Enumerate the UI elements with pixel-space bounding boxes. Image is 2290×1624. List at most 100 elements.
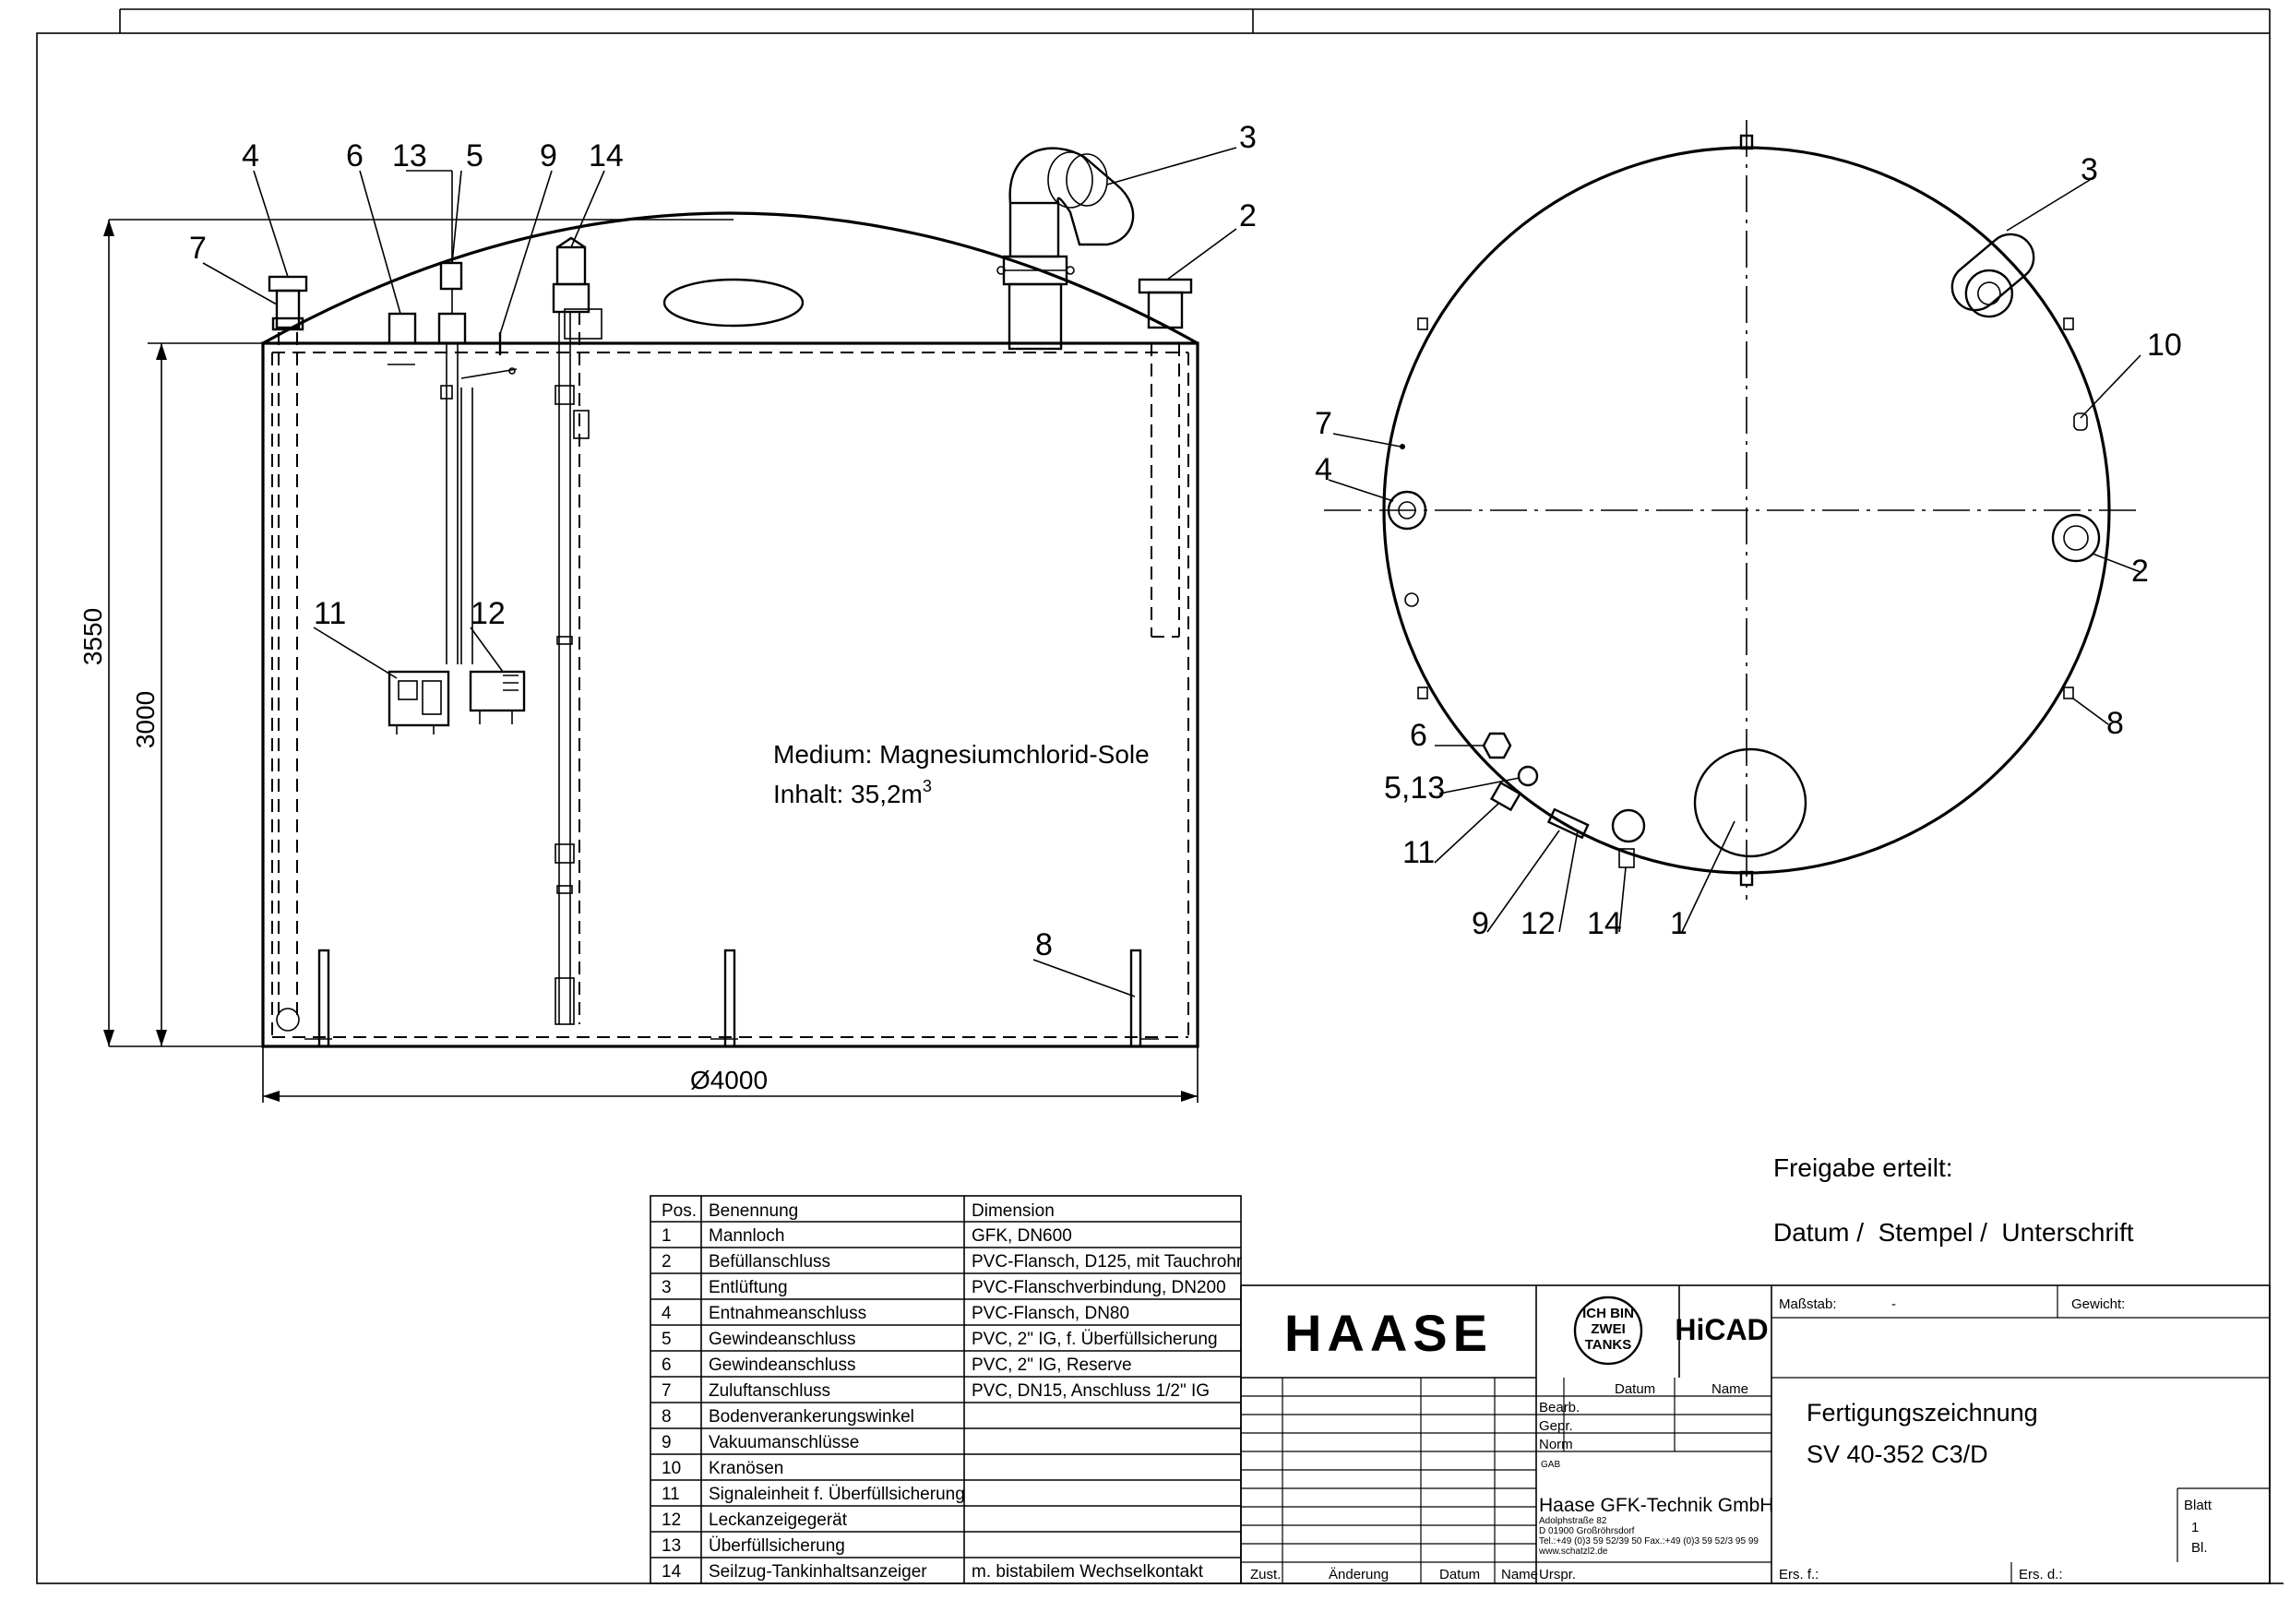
callout-plan-3: 3 [2081,152,2098,187]
parts-row-dim: PVC, 2" IG, Reserve [972,1355,1132,1375]
title-block: HAASE ICH BIN ZWEI TANKS HiCAD Zust. Änd… [1240,1284,2271,1584]
parts-row: 11 Signaleinheit f. Überfüllsicherung [662,1485,965,1504]
parts-row-name: Zuluftanschluss [709,1381,830,1401]
signal-unit-11 [388,670,450,734]
parts-row-dim: PVC-Flanschverbindung, DN200 [972,1278,1226,1297]
parts-row-pos: 9 [662,1433,672,1452]
parts-row-pos: 1 [662,1226,672,1246]
parts-row-pos: 2 [662,1252,672,1272]
badge-icon [1573,1296,1643,1366]
row-gepr: Gepr. [1539,1418,1573,1434]
parts-row-dim: m. bistabilem Wechselkontakt [972,1562,1204,1582]
callout-plan-7: 7 [1315,406,1332,441]
plan-manhole [1693,747,1807,858]
parts-row-name: Vakuumanschlüsse [709,1433,859,1452]
parts-row-pos: 12 [662,1511,681,1530]
sheet-label: Blatt [2184,1498,2212,1513]
callout-side-6: 6 [346,138,364,173]
callout-side-3: 3 [1239,120,1257,155]
svg-text:ZWEI: ZWEI [1591,1321,1626,1337]
callout-side-8: 8 [1035,927,1053,962]
parts-row-pos: 14 [662,1562,682,1582]
parts-row-pos: 11 [662,1485,680,1504]
parts-header-pos: Pos. [662,1201,697,1221]
callout-side-9: 9 [540,138,557,173]
svg-text:Tel.:+49 (0)3 59 52/39 50: Tel.:+49 (0)3 59 52/39 50 Fax.:+49 (0)3 … [1539,1536,1759,1546]
callout-plan-8: 8 [2106,706,2124,741]
parts-row-name: Mannloch [709,1226,784,1246]
callout-plan-1: 1 [1670,906,1688,941]
parts-row-dim: PVC-Flansch, DN80 [972,1304,1129,1323]
drawing-type: Fertigungszeichnung [1807,1399,2038,1427]
leak-detector-12 [469,670,526,724]
nozzle-4 [268,275,308,1032]
parts-row-pos: 7 [662,1381,672,1401]
side-callouts: 4 6 13 5 9 14 7 3 2 11 12 8 [189,120,1257,997]
ursprung: Urspr. [1539,1567,1576,1582]
hicad-logo: HiCAD [1675,1313,1768,1346]
row-gab: GAB [1541,1460,1560,1470]
manhole-outline [662,278,805,328]
gauge-14 [552,236,602,1025]
parts-row-name: Kranösen [709,1459,783,1478]
diameter-label: Ø4000 [690,1066,768,1094]
callout-plan-11: 11 [1402,835,1435,870]
rev-zust: Zust. [1250,1567,1281,1582]
parts-row: 4 Entnahmeanschluss PVC-Flansch, DN80 [662,1304,1129,1323]
col-datum: Datum [1615,1381,1655,1397]
parts-row: 14 Seilzug-Tankinhaltsanzeiger m. bistabil… [662,1562,1204,1582]
parts-row-pos: 4 [662,1304,672,1323]
plan-vent-3 [1950,233,2035,318]
callout-side-2: 2 [1239,198,1257,233]
parts-row-name: Signaleinheit f. Überfüllsicherung [709,1485,965,1504]
callout-side-14: 14 [589,138,624,173]
parts-row-name: Befüllanschluss [709,1252,830,1272]
parts-row-name: Seilzug-Tankinhaltsanzeiger [709,1562,927,1582]
callout-plan-14: 14 [1587,906,1622,941]
parts-row: 9 Vakuumanschlüsse [662,1433,859,1452]
callout-plan-12: 12 [1521,906,1556,941]
parts-row-pos: 6 [662,1355,672,1375]
row-norm: Norm [1539,1437,1573,1452]
tank-body [261,341,1199,1048]
parts-row-name: Leckanzeigegerät [709,1511,848,1530]
height-total-label: 3550 [78,608,107,665]
sheets-label: Bl. [2191,1540,2208,1556]
parts-row-dim: PVC, DN15, Anschluss 1/2" IG [972,1381,1210,1401]
callout-plan-9: 9 [1472,906,1489,941]
callout-plan-2: 2 [2131,554,2149,589]
parts-row-pos: 8 [662,1407,672,1427]
vent-3 [996,147,1135,351]
parts-row-pos: 3 [662,1278,672,1297]
medium-label: Medium: Magnesiumchlorid-Sole [773,740,1150,769]
parts-row: 7 Zuluftanschluss PVC, DN15, Anschluss 1/2… [662,1381,1210,1401]
parts-row-dim: PVC, 2" IG, f. Überfüllsicherung [972,1330,1218,1349]
callout-plan-10: 10 [2147,328,2182,363]
parts-row: 12 Leckanzeigegerät [662,1511,848,1530]
parts-header-dim: Dimension [972,1201,1055,1221]
parts-row-name: Entnahmeanschluss [709,1304,866,1323]
nozzle-6 [388,312,417,365]
scale-label: Maßstab: [1779,1296,1837,1312]
approval-title: Freigabe erteilt: [1773,1153,1953,1182]
callout-side-11: 11 [314,596,346,631]
ersatz-fuer: Ers. f.: [1779,1567,1819,1582]
height-wall-label: 3000 [131,691,160,748]
callout-side-5: 5 [466,138,483,173]
drawing-number: SV 40-352 C3/D [1807,1440,1988,1468]
callout-plan-4: 4 [1315,452,1332,487]
haase-logo: HAASE [1284,1304,1493,1362]
dimension-height-total: 3550 [78,219,734,1047]
tank-dome [262,211,1199,345]
parts-row-pos: 5 [662,1330,672,1349]
row-bearb: Bearb. [1539,1400,1580,1415]
